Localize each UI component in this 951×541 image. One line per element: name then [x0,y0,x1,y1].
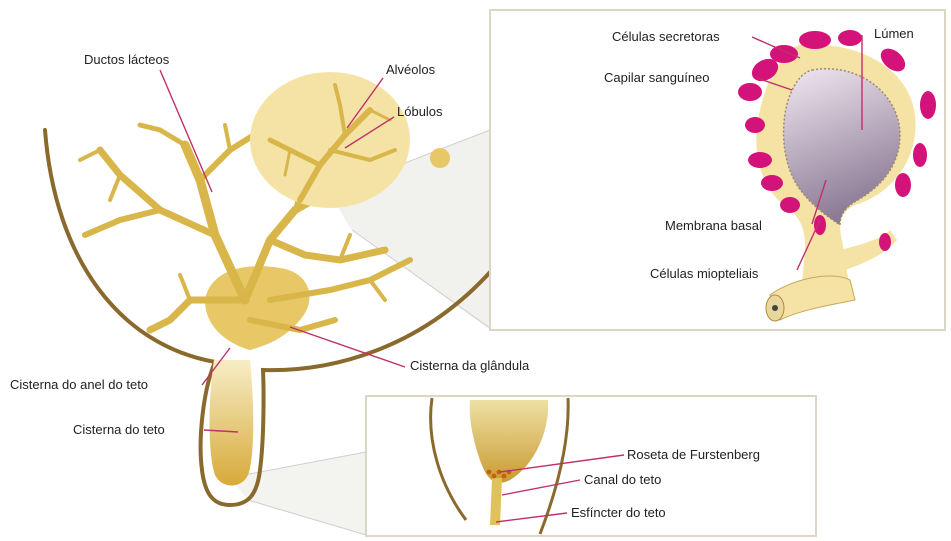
pointer-ductos-lacteos [160,70,212,192]
label-esfincter-teto: Esfíncter do teto [571,506,666,520]
label-cisterna-teto: Cisterna do teto [73,423,165,437]
teat-canal [490,478,502,525]
lobule [250,72,410,208]
label-membrana-basal: Membrana basal [665,219,762,233]
label-roseta-furstenberg: Roseta de Furstenberg [627,448,760,462]
label-capilar-sanguineo: Capilar sanguíneo [604,71,710,85]
label-celulas-miopteliais: Células miopteliais [650,267,758,281]
label-cisterna-anel-teto: Cisterna do anel do teto [10,378,148,392]
label-lumen: Lúmen [874,27,914,41]
label-alveolos: Alvéolos [386,63,435,77]
label-canal-teto: Canal do teto [584,473,661,487]
label-lobulos: Lóbulos [397,105,443,119]
label-ductos-lacteos: Ductos lácteos [84,53,169,67]
label-celulas-secretoras: Células secretoras [612,30,720,44]
teat-cistern [210,360,254,486]
alveolus-detail-panel [490,10,945,330]
small-alveolus [430,148,450,168]
label-cisterna-glandula: Cisterna da glândula [410,359,529,373]
